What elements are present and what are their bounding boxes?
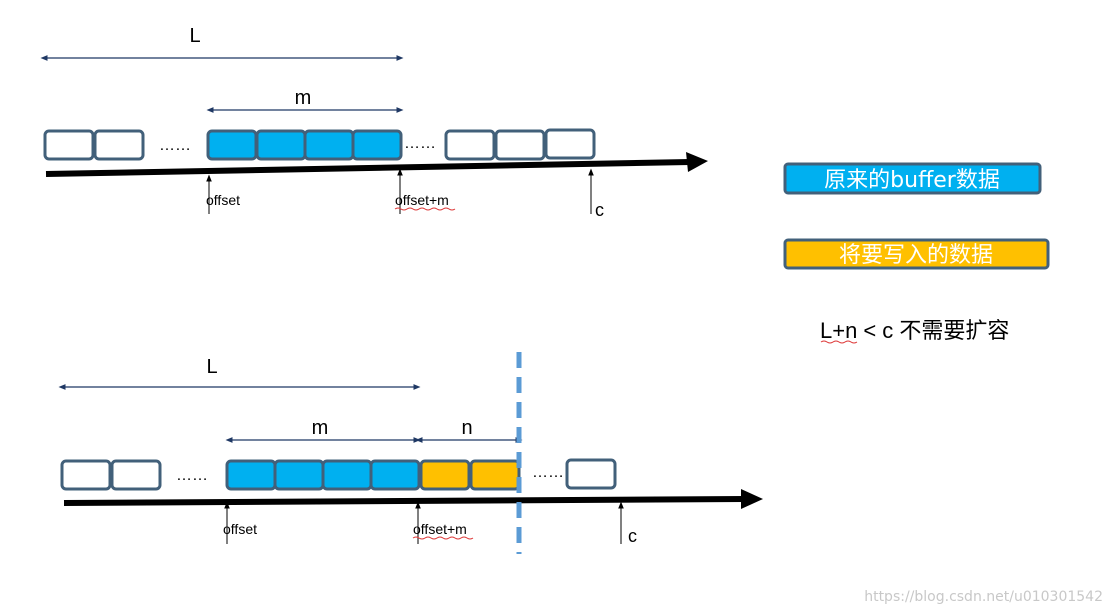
top-dots-right: …… bbox=[404, 135, 436, 152]
condition-note: L+n< c 不需要扩容 bbox=[820, 318, 1009, 344]
bottom-pointer-offset-label: offset bbox=[223, 521, 257, 537]
bottom-empty-cell bbox=[565, 458, 617, 490]
top-axis-arrowhead bbox=[686, 152, 708, 172]
bottom-label-m: m bbox=[312, 417, 329, 439]
top-dots-left: …… bbox=[159, 137, 191, 154]
bottom-axis-arrowhead bbox=[741, 489, 763, 509]
top-original-cell bbox=[206, 129, 258, 161]
top-pointer-c-label: c bbox=[595, 200, 604, 220]
legend-write-swatch bbox=[783, 238, 1050, 270]
bottom-original-cell bbox=[369, 459, 421, 491]
bottom-label-L: L bbox=[206, 356, 217, 378]
bottom-original-cell bbox=[321, 459, 373, 491]
condition-rest: < c 不需要扩容 bbox=[863, 318, 1009, 343]
bottom-empty-cell bbox=[60, 459, 112, 491]
bottom-dots-left: …… bbox=[176, 467, 208, 484]
legend-original-swatch bbox=[783, 162, 1042, 195]
bottom-label-n: n bbox=[461, 417, 472, 439]
bottom-pointer-c-label: c bbox=[628, 526, 637, 546]
legend: 原来的buffer数据 将要写入的数据 bbox=[783, 162, 1050, 270]
bottom-empty-cell bbox=[110, 459, 162, 491]
bottom-original-cell bbox=[225, 459, 277, 491]
top-empty-cell bbox=[43, 129, 95, 161]
bottom-write-cell bbox=[419, 459, 471, 491]
condition-expr: L+n bbox=[820, 318, 857, 343]
bottom-dots-right: …… bbox=[532, 464, 564, 481]
top-original-cell bbox=[255, 129, 307, 161]
top-axis bbox=[45, 159, 691, 177]
top-original-cell bbox=[303, 129, 355, 161]
legend-write-label: 将要写入的数据 bbox=[839, 243, 993, 268]
top-empty-cell bbox=[93, 129, 145, 161]
top-label-L: L bbox=[189, 25, 200, 47]
bottom-write-cell bbox=[469, 459, 521, 491]
bottom-axis bbox=[63, 496, 746, 506]
top-scenario: L m …… …… offset offset+m c bbox=[40, 25, 708, 220]
top-empty-cell bbox=[544, 128, 596, 160]
bottom-pointer-offset-m-label: offset+m bbox=[413, 521, 467, 537]
top-original-cell bbox=[351, 129, 403, 161]
condition-text: L+n< c 不需要扩容 bbox=[820, 318, 1009, 343]
top-empty-cell bbox=[444, 129, 496, 161]
legend-original-label: 原来的buffer数据 bbox=[824, 168, 1000, 193]
watermark: https://blog.csdn.net/u010301542 bbox=[864, 589, 1103, 605]
bottom-spellcheck-underline bbox=[412, 536, 474, 540]
top-label-m: m bbox=[295, 87, 312, 109]
condition-spellcheck-underline bbox=[820, 340, 858, 344]
top-pointer-offset-m-label: offset+m bbox=[395, 192, 449, 208]
top-spellcheck-underline bbox=[394, 207, 456, 211]
top-pointer-offset-label: offset bbox=[206, 192, 240, 208]
bottom-scenario: L m n …… …… offset offset+m c bbox=[58, 352, 763, 554]
bottom-original-cell bbox=[273, 459, 325, 491]
top-empty-cell bbox=[494, 129, 546, 161]
